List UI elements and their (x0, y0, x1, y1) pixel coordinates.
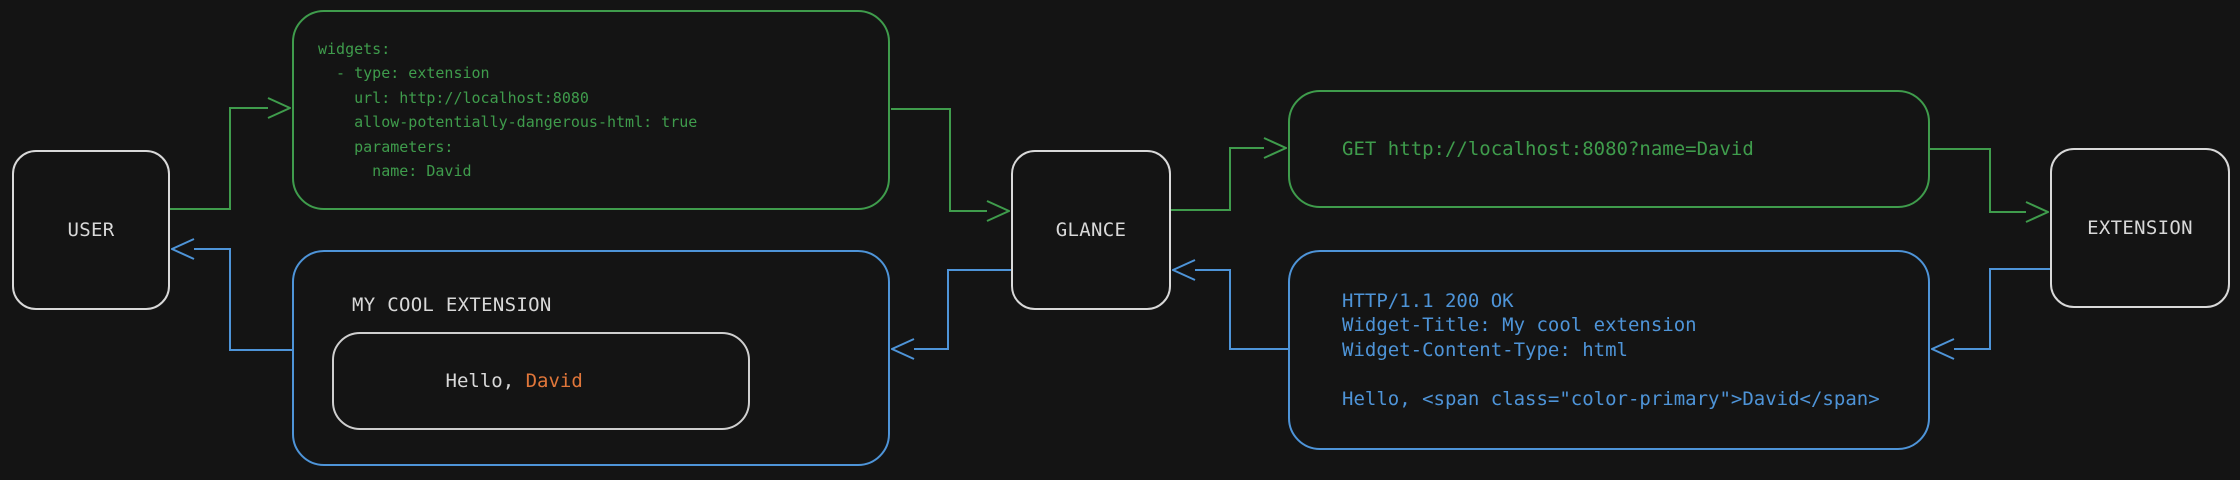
config-yaml-box: widgets: - type: extension url: http://l… (292, 10, 890, 210)
arrow-extension-to-response (1954, 268, 2050, 349)
widget-greeting-box: Hello, David (332, 332, 750, 430)
node-glance-label: GLANCE (1055, 219, 1127, 241)
arrow-request-to-extension (1930, 148, 2026, 212)
greeting-text: Hello, David (334, 348, 583, 414)
arrow-config-to-glance (891, 108, 987, 211)
node-user: USER (12, 150, 170, 310)
node-extension-label: EXTENSION (2087, 217, 2193, 239)
greeting-prefix: Hello, (445, 370, 526, 392)
greeting-name: David (525, 370, 583, 392)
arrow-response-to-glance (1195, 270, 1288, 350)
http-response-box: HTTP/1.1 200 OK Widget-Title: My cool ex… (1288, 250, 1930, 450)
widget-preview-box: MY COOL EXTENSION Hello, David (292, 250, 890, 466)
arrow-glance-to-widget (914, 269, 1011, 349)
widget-title: MY COOL EXTENSION (352, 294, 552, 316)
arrow-user-to-config (170, 108, 268, 210)
arrow-widget-to-user (194, 249, 292, 351)
http-request-code: GET http://localhost:8080?name=David (1342, 137, 1754, 160)
node-glance: GLANCE (1011, 150, 1171, 310)
http-request-box: GET http://localhost:8080?name=David (1288, 90, 1930, 208)
arrow-glance-to-request (1171, 148, 1264, 211)
node-extension: EXTENSION (2050, 148, 2230, 308)
config-yaml-code: widgets: - type: extension url: http://l… (318, 39, 698, 181)
node-user-label: USER (67, 219, 115, 241)
http-response-code: HTTP/1.1 200 OK Widget-Title: My cool ex… (1342, 289, 1880, 410)
